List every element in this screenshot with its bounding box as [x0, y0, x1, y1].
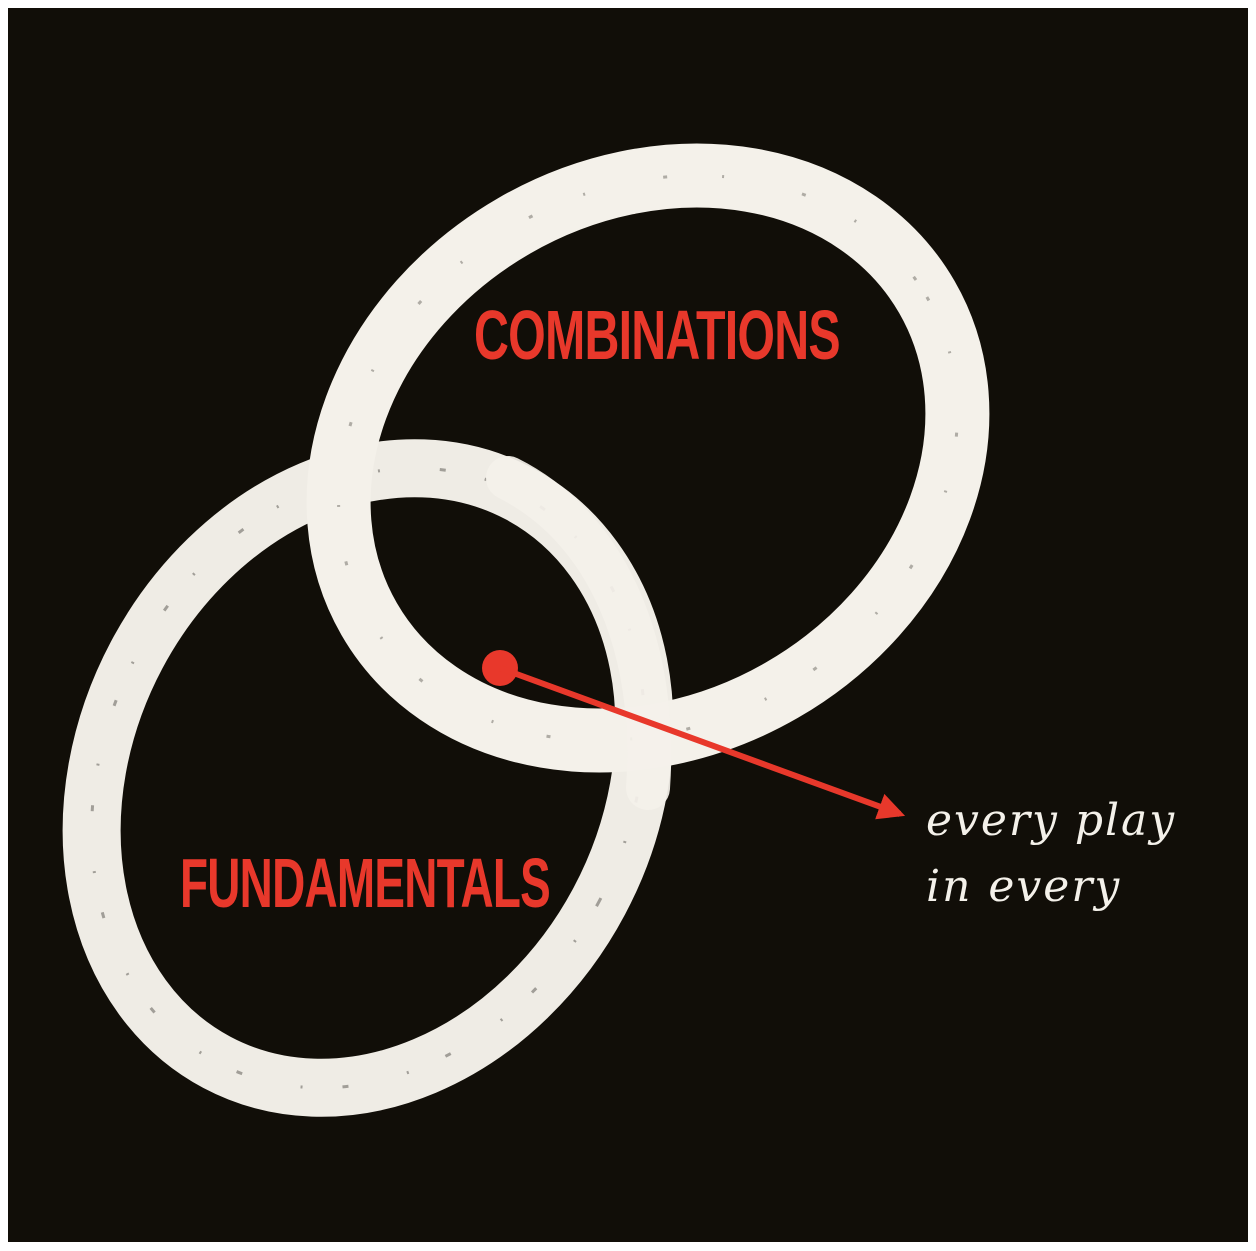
connector-arrow: [482, 650, 906, 820]
fundamentals-ring-overlap: [486, 456, 672, 810]
fundamentals-label: FUNDAMENTALS: [180, 845, 551, 923]
caption-line-2: in every: [926, 861, 1122, 912]
arrow-line: [498, 665, 906, 820]
combinations-ring: [306, 143, 990, 773]
caption-line-1: every play: [926, 795, 1177, 846]
rings-diagram: [62, 143, 990, 1117]
combinations-label: COMBINATIONS: [474, 297, 841, 375]
diagram-canvas: COMBINATIONS FUNDAMENTALS every play in …: [8, 8, 1248, 1242]
caption-text: every play in every: [926, 788, 1176, 920]
